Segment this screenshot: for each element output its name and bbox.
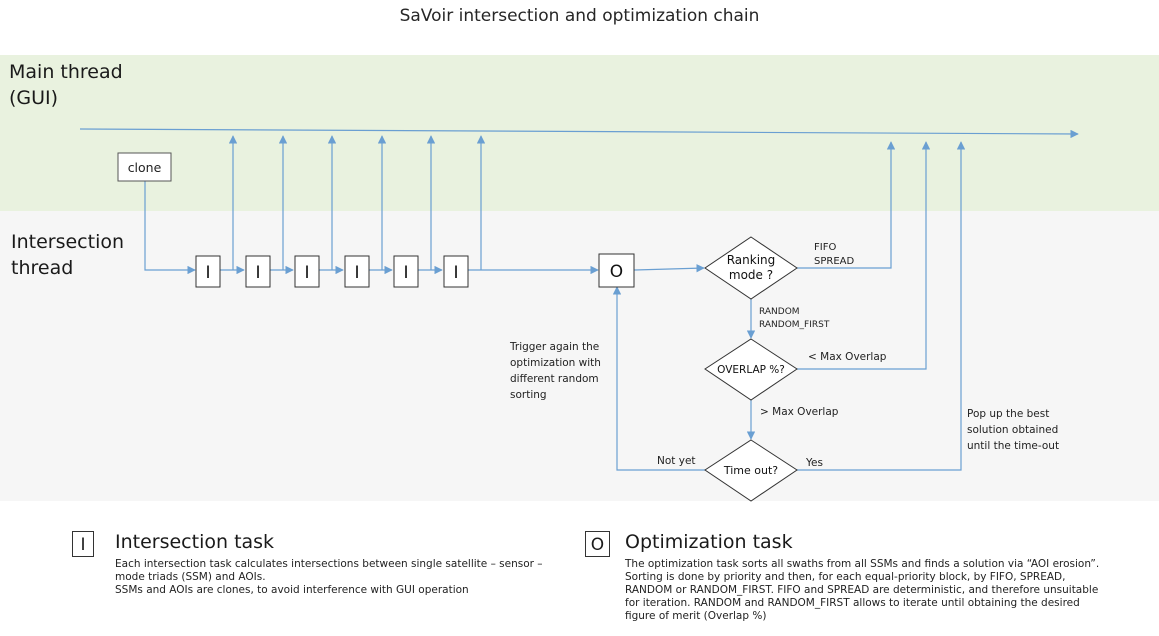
intersection-task-2: I [245,255,271,288]
trigger-again-line-1: Trigger again the [509,341,599,353]
ranking-mode-line-2: mode ? [729,268,773,282]
gt-max-overlap-label: > Max Overlap [760,406,839,418]
intersection-thread-lane [0,211,1159,501]
optimization-to-ranking-arrow [633,264,705,273]
clone-label: clone [128,160,162,175]
optimization-task-node: O [598,253,635,288]
trigger-again-line-3: different random [510,373,599,385]
random-label: RANDOM [759,307,800,317]
intersection-task-label: I [205,263,210,283]
gui-timeline-arrow [79,128,1079,139]
random-first-label: RANDOM_FIRST [759,320,830,330]
fifo-spread-arrow [797,141,896,269]
diagram-title: SaVoir intersection and optimization cha… [399,6,760,26]
ranking-mode-decision: Ranking mode ? [704,236,798,300]
legend-optimization-title: Optimization task [625,531,793,553]
intersection-task-label: I [354,263,359,283]
spread-label: SPREAD [814,256,854,267]
pop-up-line-1: Pop up the best [967,408,1049,420]
intersection-task-1: I [195,255,221,288]
legend-optimization-description: The optimization task sorts all swaths f… [625,558,1100,622]
intersection-task-label: I [304,263,309,283]
fifo-label: FIFO [814,242,836,253]
overlap-label: OVERLAP %? [717,364,785,376]
intersection-task-3: I [294,255,320,288]
intersection-task-label: I [255,263,260,283]
timeout-decision: Time out? [704,439,798,502]
legend-intersection-description: Each intersection task calculates inters… [115,558,543,596]
intersection-task-label: I [453,263,458,283]
yes-label: Yes [805,457,823,469]
timeout-yes-arrow [797,141,966,471]
trigger-again-line-2: optimization with [510,357,601,369]
intersection-task-5: I [393,255,419,288]
lt-max-overlap-arrow [797,141,931,370]
pop-up-line-2: solution obtained [967,424,1058,436]
timeout-retry-arrow [612,286,706,471]
ranking-mode-line-1: Ranking [727,253,776,267]
legend-intersection-title: Intersection task [115,531,275,553]
legend-intersection-symbol: I [72,531,94,557]
timeout-label: Time out? [723,464,778,477]
clone-node: clone [117,152,172,182]
intersection-task-label: I [403,263,408,283]
overlap-decision: OVERLAP %? [704,338,798,401]
main-thread-label: Main thread (GUI) [9,61,123,109]
pop-up-line-3: until the time-out [967,440,1059,452]
clone-to-chain-arrow [144,181,196,275]
optimization-task-label: O [610,262,623,282]
not-yet-label: Not yet [657,455,696,467]
lt-max-overlap-label: < Max Overlap [808,351,887,363]
intersection-task-6: I [443,255,469,288]
intersection-task-4: I [344,255,370,288]
trigger-again-line-4: sorting [510,389,547,401]
intersection-thread-label: Intersection thread [11,231,125,279]
legend-optimization-symbol: O [585,531,610,557]
